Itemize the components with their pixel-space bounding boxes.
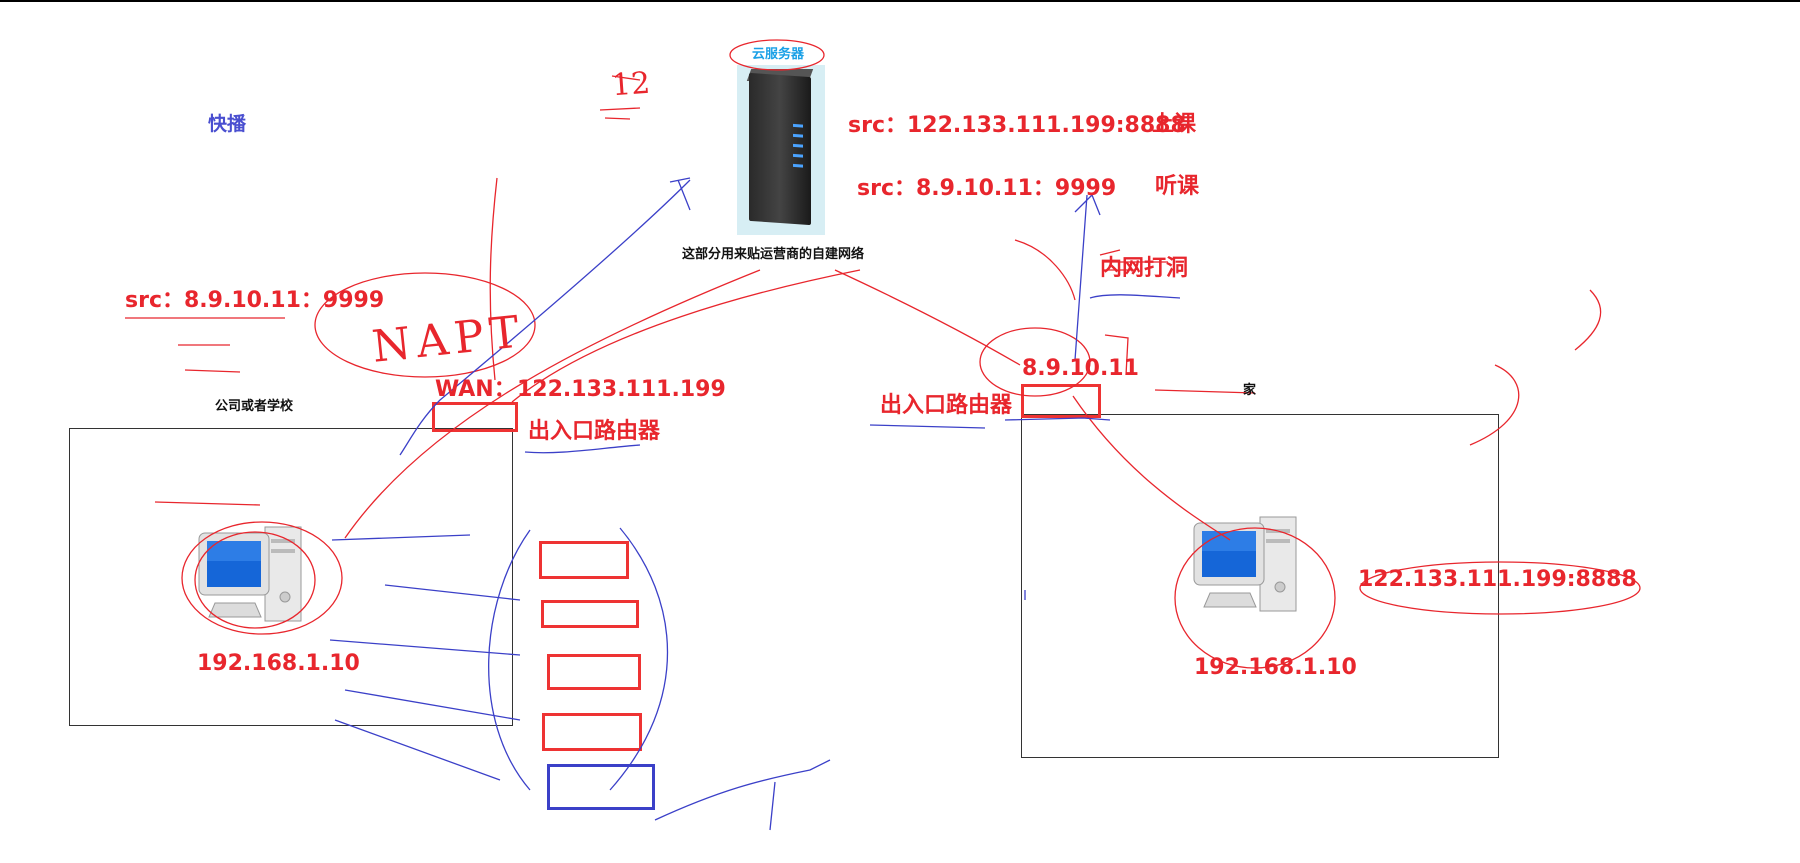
wan-label: WAN：: [435, 377, 516, 402]
nat-slot-3: [547, 654, 641, 690]
company-network-box: [69, 428, 513, 726]
nat-slot-2: [541, 600, 639, 628]
home-pc-ip: 192.168.1.10: [1194, 655, 1357, 680]
home-network-box: [1021, 414, 1499, 758]
cloud-caption: 这部分用来贴运营商的自建网络: [682, 247, 865, 262]
top-border: [0, 0, 1800, 2]
home-public-ip: 8.9.10.11: [1022, 356, 1139, 381]
twelve-handwriting: 12: [610, 65, 652, 104]
nat-slot-5: [547, 764, 655, 810]
company-pc-icon: [195, 525, 305, 625]
company-site-label: 公司或者学校: [215, 399, 294, 414]
company-router: [432, 402, 518, 432]
left-src-label: src：8.9.10.11：9999: [125, 288, 385, 313]
home-site-label: 家: [1243, 383, 1257, 398]
nat-row2-tag: 听课: [1155, 174, 1200, 199]
diagram-title: 快播: [208, 113, 247, 135]
nat-row1: src：122.133.111.199:8888: [848, 113, 1186, 138]
company-router-label: 出入口路由器: [528, 419, 661, 444]
company-pc-ip: 192.168.1.10: [197, 651, 360, 676]
nat-slot-4: [542, 713, 642, 751]
nat-row1-tag: 上课: [1152, 112, 1197, 137]
home-target-addr: 122.133.111.199:8888: [1358, 567, 1637, 592]
hole-punch-label: 内网打洞: [1100, 256, 1189, 281]
company-wan-ip: 122.133.111.199: [517, 377, 726, 402]
home-router: [1021, 384, 1101, 418]
cloud-server-icon: [737, 65, 825, 235]
home-router-label: 出入口路由器: [880, 393, 1013, 418]
cloud-server-label: 云服务器: [752, 47, 805, 62]
nat-slot-1: [539, 541, 629, 579]
nat-row2: src：8.9.10.11：9999: [857, 176, 1117, 201]
